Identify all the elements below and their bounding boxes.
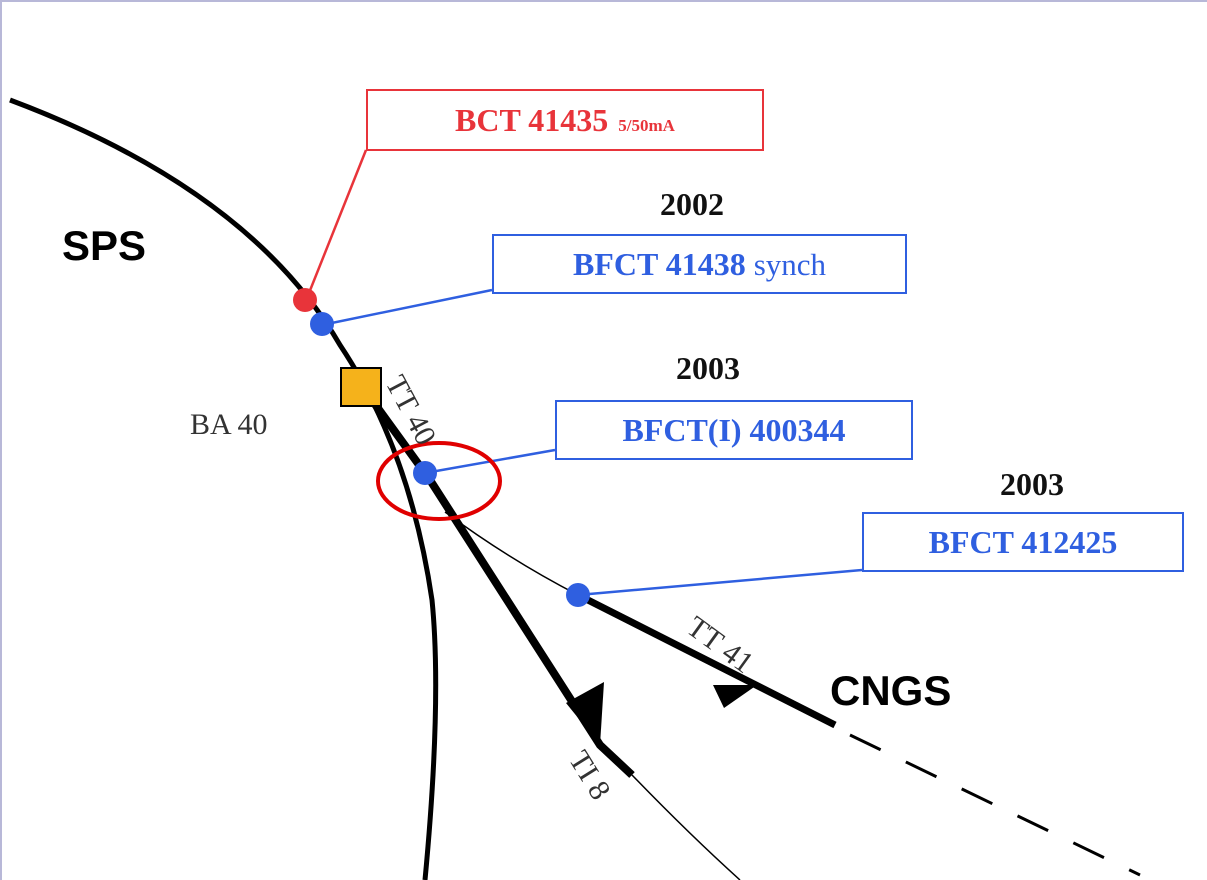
bfct-400344-id: BFCT(I) 400344 (622, 412, 846, 448)
bfct-400344-box: BFCT(I) 400344 (555, 400, 913, 460)
ti8-transfer-line (368, 397, 635, 778)
cngs-label: CNGS (830, 667, 952, 714)
bfct-41438-id: BFCT 41438 (572, 246, 746, 282)
bfct-41438-detail: synch (753, 247, 827, 282)
bfct-412425-leader-line (577, 568, 863, 597)
bct-41435-detail: 5/50mA (618, 116, 675, 135)
cngs-dashed-line (849, 733, 1141, 877)
tt41-arrow-icon (713, 685, 757, 708)
bfct-41438-marker (310, 312, 334, 336)
bfct-41438-leader-line (321, 288, 493, 327)
bct-41435-marker (293, 288, 317, 312)
ba40-label: BA 40 (190, 408, 268, 441)
bfct-412425-id: BFCT 412425 (928, 524, 1118, 560)
ti8-arrow-icon (566, 682, 604, 745)
highlight-ellipse (376, 441, 502, 521)
bfct-412425-marker (566, 583, 590, 607)
bct-leader-line (305, 149, 368, 299)
ti8-thin-continuation (631, 774, 741, 880)
tt41-thin-branch (444, 511, 579, 596)
bfct-412425-year: 2003 (1000, 466, 1064, 502)
bfct-400344-marker (413, 461, 437, 485)
bct-41435-box: BCT 41435 5/50mA (366, 89, 764, 151)
sps-label: SPS (62, 222, 147, 269)
tt41-transfer-line (576, 591, 837, 729)
ba40-building (340, 367, 382, 407)
bct-41435-id: BCT 41435 (455, 102, 609, 138)
bfct-400344-year: 2003 (676, 350, 740, 386)
bfct-41438-year: 2002 (660, 186, 724, 222)
bfct-412425-box: BFCT 412425 (862, 512, 1184, 572)
sps-ring-arc (9, 97, 439, 880)
